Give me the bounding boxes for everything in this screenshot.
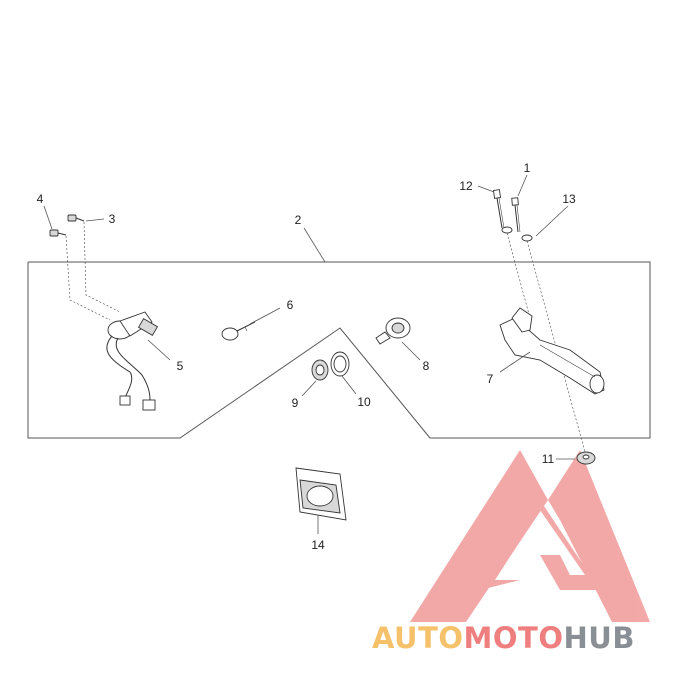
washer-10 [330,351,350,377]
bolt-12 [492,189,513,234]
plate-14 [295,467,347,521]
callout-10: 10 [357,395,371,409]
callout-9: 9 [292,396,299,410]
watermark-moto: MOTO [464,621,564,655]
callout-4: 4 [37,192,44,206]
watermark-g-shape [480,500,600,590]
ignition-switch-5 [106,311,159,411]
callout-14: 14 [311,538,325,552]
watermark-hub: HUB [564,621,635,655]
screw-4 [49,229,67,237]
callout-13: 13 [562,192,576,206]
watermark-logo [410,450,650,622]
callout-12: 12 [459,179,473,193]
bolt-1 [511,197,533,242]
callout-labels: 1 2 3 4 5 6 7 8 9 10 11 12 13 14 [37,161,576,552]
callout-3: 3 [109,212,116,226]
callout-5: 5 [177,359,184,373]
leader-lines [43,174,575,534]
lock-cylinder-8 [375,317,411,345]
lock-housing-7 [499,307,605,395]
callout-8: 8 [423,359,430,373]
nut-11 [576,451,596,465]
watermark-auto: AUTO [372,621,464,655]
callout-6: 6 [287,298,294,312]
watermark-text: AUTOMOTOHUB [372,621,635,655]
callout-11: 11 [542,452,555,466]
callout-1: 1 [524,161,531,175]
watermark-triangle-right [520,450,650,622]
key-6 [221,321,256,341]
watermark-triangle-left [410,450,548,622]
screw-3 [67,214,85,222]
callout-2: 2 [295,213,302,227]
assembly-frame [27,261,651,439]
ring-nut-9 [311,359,329,381]
callout-7: 7 [487,372,494,386]
